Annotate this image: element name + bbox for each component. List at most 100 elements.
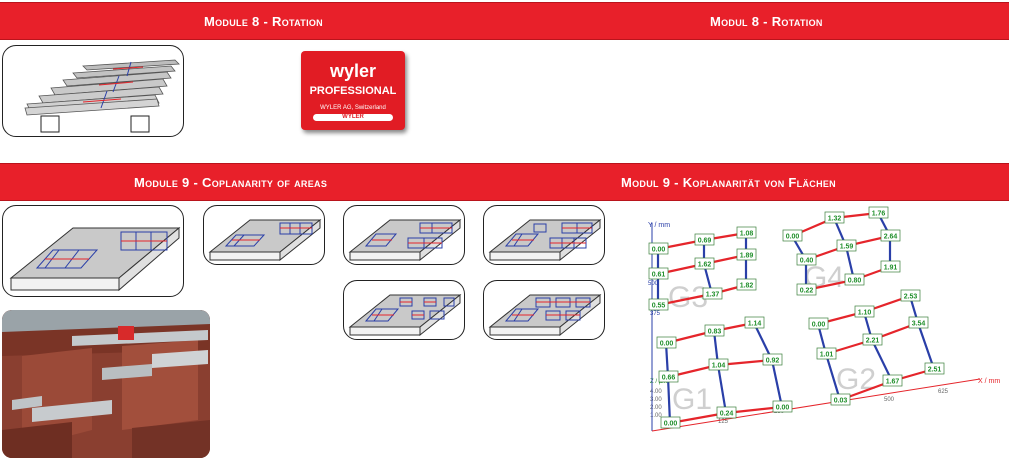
svg-text:1.76: 1.76: [872, 211, 886, 218]
svg-text:1.04: 1.04: [712, 363, 726, 370]
y-tick-500: 500: [648, 281, 659, 287]
z-tick-2: 2.00: [650, 405, 662, 411]
g1-value-label-5: 0.92: [762, 353, 783, 366]
svg-text:1.62: 1.62: [698, 262, 712, 269]
module8-title-en: Module 8 - Rotation: [204, 14, 323, 29]
svg-text:0.80: 0.80: [848, 278, 862, 285]
g4-value-label-4: 1.59: [836, 239, 857, 252]
svg-text:0.00: 0.00: [812, 322, 826, 329]
module9-banner: Module 9 - Coplanarity of areas Modul 9 …: [0, 163, 1009, 201]
svg-text:2.53: 2.53: [904, 294, 918, 301]
g3-value-label-2: 1.08: [736, 226, 757, 239]
g2-value-label-8: 2.51: [924, 362, 945, 375]
svg-text:2.64: 2.64: [884, 234, 898, 241]
svg-text:1.59: 1.59: [840, 244, 854, 251]
g2-value-label-3: 1.01: [816, 347, 837, 360]
z-tick-4: 4.00: [650, 389, 662, 395]
g3-value-label-5: 1.89: [736, 248, 757, 261]
svg-text:0.66: 0.66: [662, 375, 676, 382]
svg-text:0.83: 0.83: [708, 329, 722, 336]
svg-text:0.92: 0.92: [766, 358, 780, 365]
svg-text:1.82: 1.82: [740, 283, 754, 290]
g1-value-label-4: 1.04: [708, 358, 729, 371]
g1-value-label-6: 0.00: [660, 416, 681, 429]
svg-text:0.00: 0.00: [664, 421, 678, 428]
g1-value-label-3: 0.66: [658, 370, 679, 383]
svg-text:1.67: 1.67: [886, 379, 900, 386]
x-tick-500: 500: [884, 397, 895, 403]
coplanarity-plate-6-areas: [483, 280, 605, 340]
g2-value-label-5: 3.54: [908, 316, 929, 329]
module9-title-de: Modul 9 - Koplanarität von Flächen: [621, 175, 836, 190]
y-axis-label: Y / mm: [648, 222, 670, 229]
svg-text:0.00: 0.00: [660, 341, 674, 348]
svg-text:0.61: 0.61: [652, 272, 666, 279]
coplanarity-results-graph: Y / mm X / mm Z / µm 500 375 4.00 3.00 2…: [628, 203, 1006, 435]
group-label-g1: G1: [672, 383, 712, 416]
group-label-g3: G3: [668, 281, 708, 314]
g1-value-label-8: 0.00: [772, 400, 793, 413]
g1-col-line-1: [712, 330, 728, 414]
wyler-professional-logo: wyler PROFESSIONAL WYLER AG, Switzerland…: [301, 51, 405, 130]
g1-value-label-2: 1.14: [744, 316, 765, 329]
logo-wordmark-bar: [313, 114, 393, 121]
module8-title-de: Modul 8 - Rotation: [710, 14, 823, 29]
g3-value-label-4: 1.62: [694, 257, 715, 270]
svg-text:0.69: 0.69: [698, 238, 712, 245]
g3-value-label-0: 0.00: [648, 242, 669, 255]
svg-text:1.01: 1.01: [820, 352, 834, 359]
g2-col-line-2: [908, 295, 936, 370]
rotation-illustration: [2, 45, 184, 137]
coplanarity-plate-large: [2, 205, 184, 297]
svg-text:1.37: 1.37: [706, 292, 720, 299]
g4-value-label-8: 1.91: [880, 260, 901, 273]
svg-text:3.54: 3.54: [912, 321, 926, 328]
logo-brand: wyler: [329, 61, 377, 81]
z-axis-label: Z / µm: [650, 379, 667, 385]
g4-value-label-2: 1.76: [868, 206, 889, 219]
logo-line: PROFESSIONAL: [309, 85, 397, 97]
g2-value-label-4: 2.21: [862, 333, 883, 346]
coplanarity-plate-3-areas: [343, 205, 465, 265]
svg-text:0.22: 0.22: [800, 288, 814, 295]
x-axis-label: X / mm: [978, 378, 1000, 385]
g3-value-label-6: 0.55: [648, 298, 669, 311]
g1-value-label-1: 0.83: [704, 324, 725, 337]
g2-value-label-0: 0.00: [808, 317, 829, 330]
g2-value-label-2: 2.53: [900, 289, 921, 302]
z-tick-1: 1.00: [650, 413, 662, 419]
z-tick-3: 3.00: [650, 397, 662, 403]
g4-value-label-5: 2.64: [880, 229, 901, 242]
g4-value-label-1: 1.32: [824, 211, 845, 224]
g2-col-line-0: [816, 323, 842, 401]
svg-text:1.14: 1.14: [748, 321, 762, 328]
g2-value-label-1: 1.10: [854, 305, 875, 318]
svg-text:0.03: 0.03: [834, 398, 848, 405]
group-label-g2: G2: [836, 363, 876, 396]
svg-text:0.40: 0.40: [800, 258, 814, 265]
coplanarity-plate-4-areas: [483, 205, 605, 265]
svg-text:2.51: 2.51: [928, 367, 942, 374]
g4-value-label-6: 0.22: [796, 283, 817, 296]
svg-text:0.55: 0.55: [652, 303, 666, 310]
svg-text:1.10: 1.10: [858, 310, 872, 317]
svg-text:1.08: 1.08: [740, 231, 754, 238]
g3-value-label-3: 0.61: [648, 267, 669, 280]
g4-value-label-0: 0.00: [782, 229, 803, 242]
logo-company: WYLER AG, Switzerland: [320, 105, 386, 111]
svg-text:2.21: 2.21: [866, 338, 880, 345]
x-axis-line: [651, 378, 981, 432]
x-tick-625: 625: [938, 389, 949, 395]
g1-value-label-7: 0.24: [716, 406, 737, 419]
g2-value-label-6: 0.03: [830, 393, 851, 406]
svg-text:0.00: 0.00: [652, 247, 666, 254]
g4-value-label-7: 0.80: [844, 273, 865, 286]
g2-value-label-7: 1.67: [882, 374, 903, 387]
module9-title-en: Module 9 - Coplanarity of areas: [134, 175, 328, 190]
coplanarity-plate-2-areas: [203, 205, 325, 265]
g3-value-label-7: 1.37: [702, 287, 723, 300]
g3-value-label-1: 0.69: [694, 233, 715, 246]
y-tick-375: 375: [650, 311, 661, 317]
svg-text:0.00: 0.00: [786, 234, 800, 241]
svg-text:1.89: 1.89: [740, 253, 754, 260]
